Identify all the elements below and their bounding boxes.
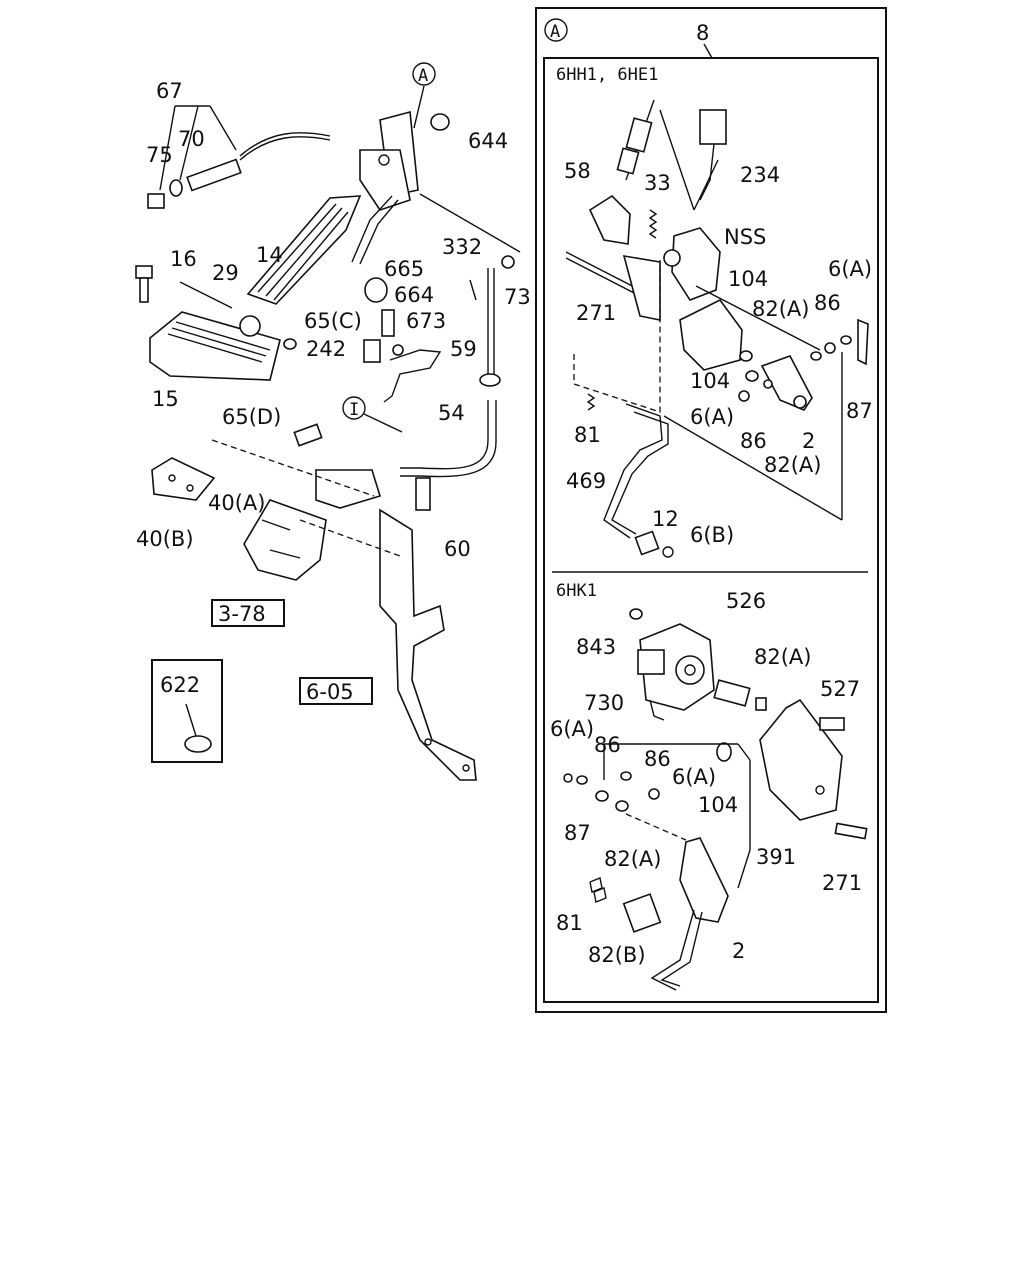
label-234: 234 (740, 163, 780, 187)
label-104b: 104 (690, 369, 730, 393)
label-6a-d: 6(A) (672, 765, 716, 789)
label-86d: 86 (644, 747, 671, 771)
label-271a: 271 (576, 301, 616, 325)
ref-box-622 (151, 659, 223, 763)
upper-panel-6hh1: 6HH1, 6HE1 (556, 65, 869, 558)
panel-6-05 (379, 508, 477, 781)
cap-665 (364, 277, 388, 303)
label-526: 526 (726, 589, 766, 613)
label-65d: 65(D) (222, 405, 281, 429)
label-843: 843 (576, 635, 616, 659)
bolt-16 (135, 265, 153, 303)
variant-6hk1: 6HK1 (556, 581, 597, 601)
main-view: A (135, 62, 531, 781)
detail-outer-frame (535, 7, 887, 1013)
label-29: 29 (212, 261, 239, 285)
label-82b: 82(B) (588, 943, 646, 967)
callout-a: A (418, 66, 428, 86)
label-82a-a: 82(A) (752, 297, 809, 321)
accelerator-pedal (246, 195, 362, 305)
label-6-05: 6-05 (306, 680, 354, 704)
label-6b: 6(B) (690, 523, 734, 547)
label-40a: 40(A) (208, 491, 265, 515)
label-81a: 81 (574, 423, 601, 447)
label-86a: 86 (814, 291, 841, 315)
label-82a-c: 82(A) (754, 645, 811, 669)
label-86b: 86 (740, 429, 767, 453)
label-6a-c: 6(A) (550, 717, 594, 741)
label-6a-b: 6(A) (690, 405, 734, 429)
bolt-65c (381, 309, 395, 337)
label-15: 15 (152, 387, 179, 411)
detail-assembly-ref: 8 (696, 21, 709, 45)
label-271b: 271 (822, 871, 862, 895)
label-664: 664 (394, 283, 434, 307)
bolt-65d (293, 423, 323, 447)
label-82a-b: 82(A) (764, 453, 821, 477)
ref-box-6-05 (299, 677, 373, 705)
label-73: 73 (504, 285, 531, 309)
label-6a-a: 6(A) (828, 257, 872, 281)
ref-box-3-78 (211, 599, 285, 627)
label-673: 673 (406, 309, 446, 333)
bracket-664 (383, 349, 442, 403)
bracket-40b (151, 457, 216, 501)
label-527: 527 (820, 677, 860, 701)
bolt-60 (415, 477, 431, 511)
bracket-40a (315, 469, 382, 509)
label-87a: 87 (846, 399, 873, 423)
label-622: 622 (160, 673, 200, 697)
label-2b: 2 (732, 939, 745, 963)
label-65c: 65(C) (304, 309, 362, 333)
callout-circle-i (342, 396, 366, 420)
pin-29 (179, 281, 233, 309)
pedal-bracket (351, 110, 450, 265)
label-2a: 2 (802, 429, 815, 453)
label-242: 242 (306, 337, 346, 361)
nut-644 (430, 113, 450, 131)
detail-inner-frame (543, 57, 879, 1003)
lower-panel-6hk1: 6HK1 (556, 581, 868, 991)
label-14: 14 (256, 243, 283, 267)
label-3-78: 3-78 (218, 602, 266, 626)
label-59: 59 (450, 337, 477, 361)
label-81b: 81 (556, 911, 583, 935)
label-67: 67 (156, 79, 183, 103)
label-nss: NSS (724, 225, 766, 249)
label-16: 16 (170, 247, 197, 271)
label-75: 75 (146, 143, 173, 167)
detail-callout-a: A (550, 22, 560, 42)
pedal-base (149, 311, 297, 381)
label-33: 33 (644, 171, 671, 195)
label-87b: 87 (564, 821, 591, 845)
label-665: 665 (384, 257, 424, 281)
grommet-622 (184, 735, 212, 753)
label-104c: 104 (698, 793, 738, 817)
label-58: 58 (564, 159, 591, 183)
label-730: 730 (584, 691, 624, 715)
label-54: 54 (438, 401, 465, 425)
label-644: 644 (468, 129, 508, 153)
label-469: 469 (566, 469, 606, 493)
label-104a: 104 (728, 267, 768, 291)
label-82a-d: 82(A) (604, 847, 661, 871)
part-67-cable-rod (147, 105, 331, 209)
detail-view: A 8 6HH1, 6HE1 (535, 7, 887, 1013)
callout-circle-a (412, 62, 436, 86)
variant-6hh1-6he1: 6HH1, 6HE1 (556, 65, 658, 85)
label-391: 391 (756, 845, 796, 869)
label-60: 60 (444, 537, 471, 561)
callout-i: I (349, 400, 359, 420)
label-332: 332 (442, 235, 482, 259)
label-70: 70 (178, 127, 205, 151)
cable-54 (400, 255, 515, 478)
label-12: 12 (652, 507, 679, 531)
panel-3-78 (243, 499, 327, 581)
label-40b: 40(B) (136, 527, 194, 551)
label-86c: 86 (594, 733, 621, 757)
